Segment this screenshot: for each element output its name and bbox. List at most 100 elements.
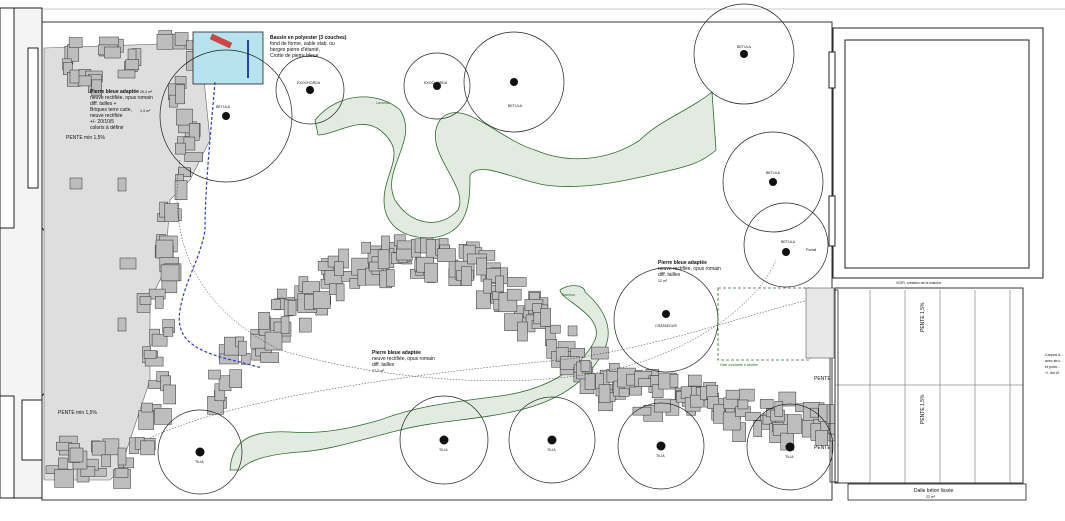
tree-label-betula-4: BETULA [766,171,781,175]
stone-tile [69,177,83,190]
carport-side-2: avec stru... [1045,359,1063,363]
stone-tile [618,388,630,397]
paving-area-2: 1,3 m² [140,109,151,113]
stone-tile [787,414,802,434]
stone-tile [437,248,456,262]
stone-tile [264,331,283,351]
tree-trunks [195,50,795,457]
tree-canopy [746,403,834,491]
stone-tile [287,300,297,316]
stone-tile [495,275,504,293]
tree-canopy [399,395,489,485]
tree-trunk [510,78,518,86]
stone-tile [506,277,527,287]
stone-tile [125,59,140,70]
stone-tile [164,203,180,222]
stone-tile [506,288,522,301]
stone-tile [163,384,176,405]
stone-tile [476,257,487,276]
stone-tile [140,440,155,456]
stone-tile [258,312,270,330]
stone-tile [809,407,819,418]
tree-label-exochorda-2: EXOCHORDA [424,81,448,85]
tree-canopy [463,31,565,133]
stone-tile [91,440,106,456]
path-note-line-1: Pierre bleue adaptée [372,350,421,356]
stone-tile [280,316,290,334]
stone-tile [143,350,157,359]
tree-canopy [275,55,345,125]
small-note-2: Bambou [562,293,575,297]
stone-tile [156,33,174,50]
tree-trunk [740,50,748,58]
path-note-line-2: neuve rectifiée, opus romain [372,356,435,362]
stone-tile [737,399,749,410]
paving-note-line-2: neuve rectifiée, opus romain [90,95,153,101]
stone-tile [119,257,137,270]
path-note-line-3: diff. tailles [372,362,395,368]
stone-tile [567,325,578,337]
stone-tile [386,269,395,287]
stone-tile [690,394,704,408]
stone-tile [745,412,761,421]
tree-label-exochorda-1: EXOCHORDA [297,81,321,85]
stone-tile [154,408,172,425]
stone-tile [175,84,185,105]
stone-tile [739,388,755,402]
stone-tile [312,291,331,309]
tree-canopy [508,396,596,484]
stone-tile [475,290,491,310]
stone-tile [174,32,189,46]
tree-label-tilia-5: TILIA [785,455,794,459]
stone-tile [54,469,74,488]
stone-tile [540,308,551,327]
path-area: 17,2 m² [372,369,385,373]
stone-tile [139,296,152,305]
stone-tile [580,360,591,372]
slope-house: PENTE min 1,5% [66,135,105,141]
stone-tile [688,374,702,387]
stone-tile [69,69,80,84]
stone-tile [590,346,609,360]
stone-tile [58,457,68,470]
paving-note-line-1: Pierre bleue adaptée [90,89,139,95]
pond [192,31,264,85]
stone-tile [229,369,243,388]
stone-tile [753,420,762,437]
stone-tile [713,404,725,424]
stone-tile [117,69,136,79]
stone-tile [77,75,92,87]
irrigation-line [178,81,263,369]
tree-canopy [157,409,243,495]
carport-side-3: et porte... [1045,365,1060,369]
stone-tile [277,288,287,299]
lower-dotted-edge [149,299,811,439]
plan-labels: Pierre bleue adaptée neuve rectifiée, op… [58,35,1063,499]
tree-trunk [782,248,790,256]
carport-bottom-area: 22 m² [926,495,936,499]
stone-tile [260,352,279,363]
terrace-stones [45,30,216,489]
basin-note-line-1: Bassin en polyester (3 couches) [270,35,347,41]
stone-tile [176,108,193,126]
carport-vert-1: PENTE 1,5% [920,302,926,332]
tree-trunk [433,82,441,90]
stone-tile [483,278,492,294]
stone-tile [68,37,83,48]
basin-note-line-4: Crotte de pierre bleue [270,53,319,59]
stone-tile [117,317,127,332]
tree-canopies [157,3,834,495]
tree-label-tilia-4: TILIA [656,454,665,458]
lower-winding-bed [229,285,609,471]
paving-note-line-7: coloris à définir [90,125,124,131]
tree-trunk [769,178,777,186]
basin-note-line-2: fond de forme, sable stab. ou [270,41,335,47]
paving-area: 26,3 m² [140,90,153,94]
stone-tile [517,321,528,342]
stone-tile [377,249,390,270]
stone-tile [151,333,168,347]
slope-house-bottom: PENTE min 1,5% [58,410,97,416]
tree-canopy [617,402,705,490]
stone-tile [175,142,186,155]
carport-vert-2: PENTE 1,5% [920,394,926,424]
